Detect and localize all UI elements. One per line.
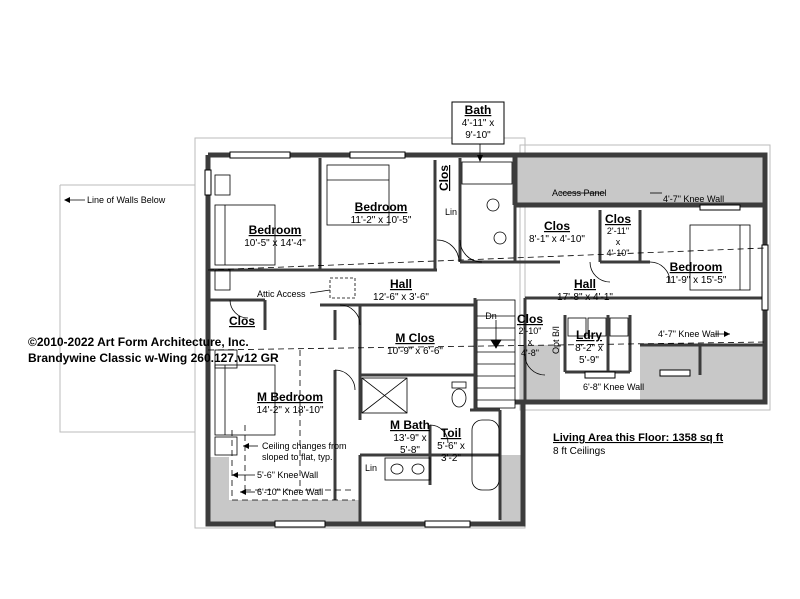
ceiling-changes-note-2: sloped to flat, typ.	[262, 452, 333, 462]
roof-outline	[59, 137, 771, 529]
bedroom-mid-dim: 11'-2" x 10'-5"	[351, 215, 412, 226]
bedroom-left-name: Bedroom	[249, 223, 302, 237]
clos-wing3-dim2: x	[528, 337, 533, 347]
clos-wing3-name: Clos	[517, 312, 543, 326]
clos-wing1-name: Clos	[544, 219, 570, 233]
room-labels: Bath 4'-11" x 9'-10" Clos Lin Bedroom 10…	[229, 103, 727, 473]
shaded-attic-areas	[207, 157, 765, 525]
toil-dim1: 5'-6" x	[437, 441, 465, 452]
bath-top-name: Bath	[465, 103, 492, 117]
m-bedroom-name: M Bedroom	[257, 390, 323, 404]
access-panel-note: Access Panel	[552, 188, 607, 198]
hall-right-name: Hall	[574, 277, 596, 291]
bedroom-left-dim: 10'-5" x 14'-4"	[244, 238, 306, 249]
clos-wing2-dim1: 2'-11"	[607, 226, 629, 236]
toil-name: Toil	[441, 426, 461, 440]
clos-left-name: Clos	[229, 314, 255, 328]
ceilings-text: 8 ft Ceilings	[553, 446, 605, 457]
bedroom-right-name: Bedroom	[670, 260, 723, 274]
clos-wing1-dim: 8'-1" x 4'-10"	[529, 234, 585, 245]
living-area-text: Living Area this Floor: 1358 sq ft	[553, 432, 723, 444]
knee-wall-5-6-note: 5'-6" Knee Wall	[257, 470, 318, 480]
ldry-dim2: 5'-9"	[579, 355, 599, 366]
clos-wing2-name: Clos	[605, 212, 631, 226]
knee-wall-right-note: 4'-7" Knee Wall	[658, 329, 719, 339]
fixtures	[214, 161, 751, 491]
line-of-walls-note: Line of Walls Below	[87, 195, 166, 205]
m-clos-name: M Clos	[395, 331, 435, 345]
dashed-lines	[207, 247, 766, 501]
toil-dim2: 3'-2"	[441, 453, 461, 464]
attic-access-note: Attic Access	[257, 289, 306, 299]
copyright-line-2: Brandywine Classic w-Wing 260.127.v12 GR	[28, 351, 279, 365]
lin-top-name: Lin	[445, 207, 457, 217]
stairs-dn-label: Dn	[485, 311, 497, 321]
plan-notes: Line of Walls Below Attic Access Access …	[87, 188, 724, 497]
clos-wing3-dim1: 2'-10"	[519, 326, 542, 336]
knee-wall-6-10-note: 6'-10" Knee Wall	[257, 487, 323, 497]
lin-mbath-name: Lin	[365, 463, 377, 473]
living-area-block: Living Area this Floor: 1358 sq ft 8 ft …	[553, 432, 723, 457]
ldry-name: Ldry	[576, 328, 602, 342]
hall-left-name: Hall	[390, 277, 412, 291]
knee-wall-bottom-right-note: 6'-8" Knee Wall	[583, 382, 644, 392]
clos-wing2-dim3: 4'-10"	[607, 248, 630, 258]
clos-wing3-dim3: 4'-8"	[521, 348, 539, 358]
stairs	[476, 299, 516, 409]
bedroom-right-dim: 11'-9" x 15'-5"	[666, 275, 727, 286]
leader-arrowheads	[64, 155, 730, 495]
bath-callout-box	[451, 101, 505, 145]
bath-top-dim1: 4'-11" x	[462, 118, 495, 129]
ceiling-changes-note-1: Ceiling changes from	[262, 441, 347, 451]
bedroom-mid-name: Bedroom	[355, 200, 408, 214]
opt-bi-label: Opt B/I	[551, 326, 561, 354]
hall-left-dim: 12'-6" x 3'-6"	[373, 292, 429, 303]
hall-right-dim: 17'-8" x 4'-1"	[557, 292, 613, 303]
copyright-block: ©2010-2022 Art Form Architecture, Inc. B…	[28, 335, 279, 365]
windows	[204, 151, 769, 528]
clos-wing2-dim2: x	[616, 237, 621, 247]
copyright-line-1: ©2010-2022 Art Form Architecture, Inc.	[28, 335, 249, 349]
m-bedroom-dim: 14'-2" x 18'-10"	[256, 405, 324, 416]
bath-top-dim2: 9'-10"	[465, 130, 491, 141]
m-bath-dim2: 5'-8"	[400, 445, 420, 456]
clos-top-name: Clos	[437, 165, 451, 191]
ldry-dim1: 8'-2" x	[575, 343, 603, 354]
knee-wall-top-note: 4'-7" Knee Wall	[663, 194, 724, 204]
m-bath-name: M Bath	[390, 418, 430, 432]
m-clos-dim: 10'-9" x 6'-6"	[387, 346, 443, 357]
m-bath-dim1: 13'-9" x	[393, 433, 426, 444]
walls	[205, 152, 768, 527]
